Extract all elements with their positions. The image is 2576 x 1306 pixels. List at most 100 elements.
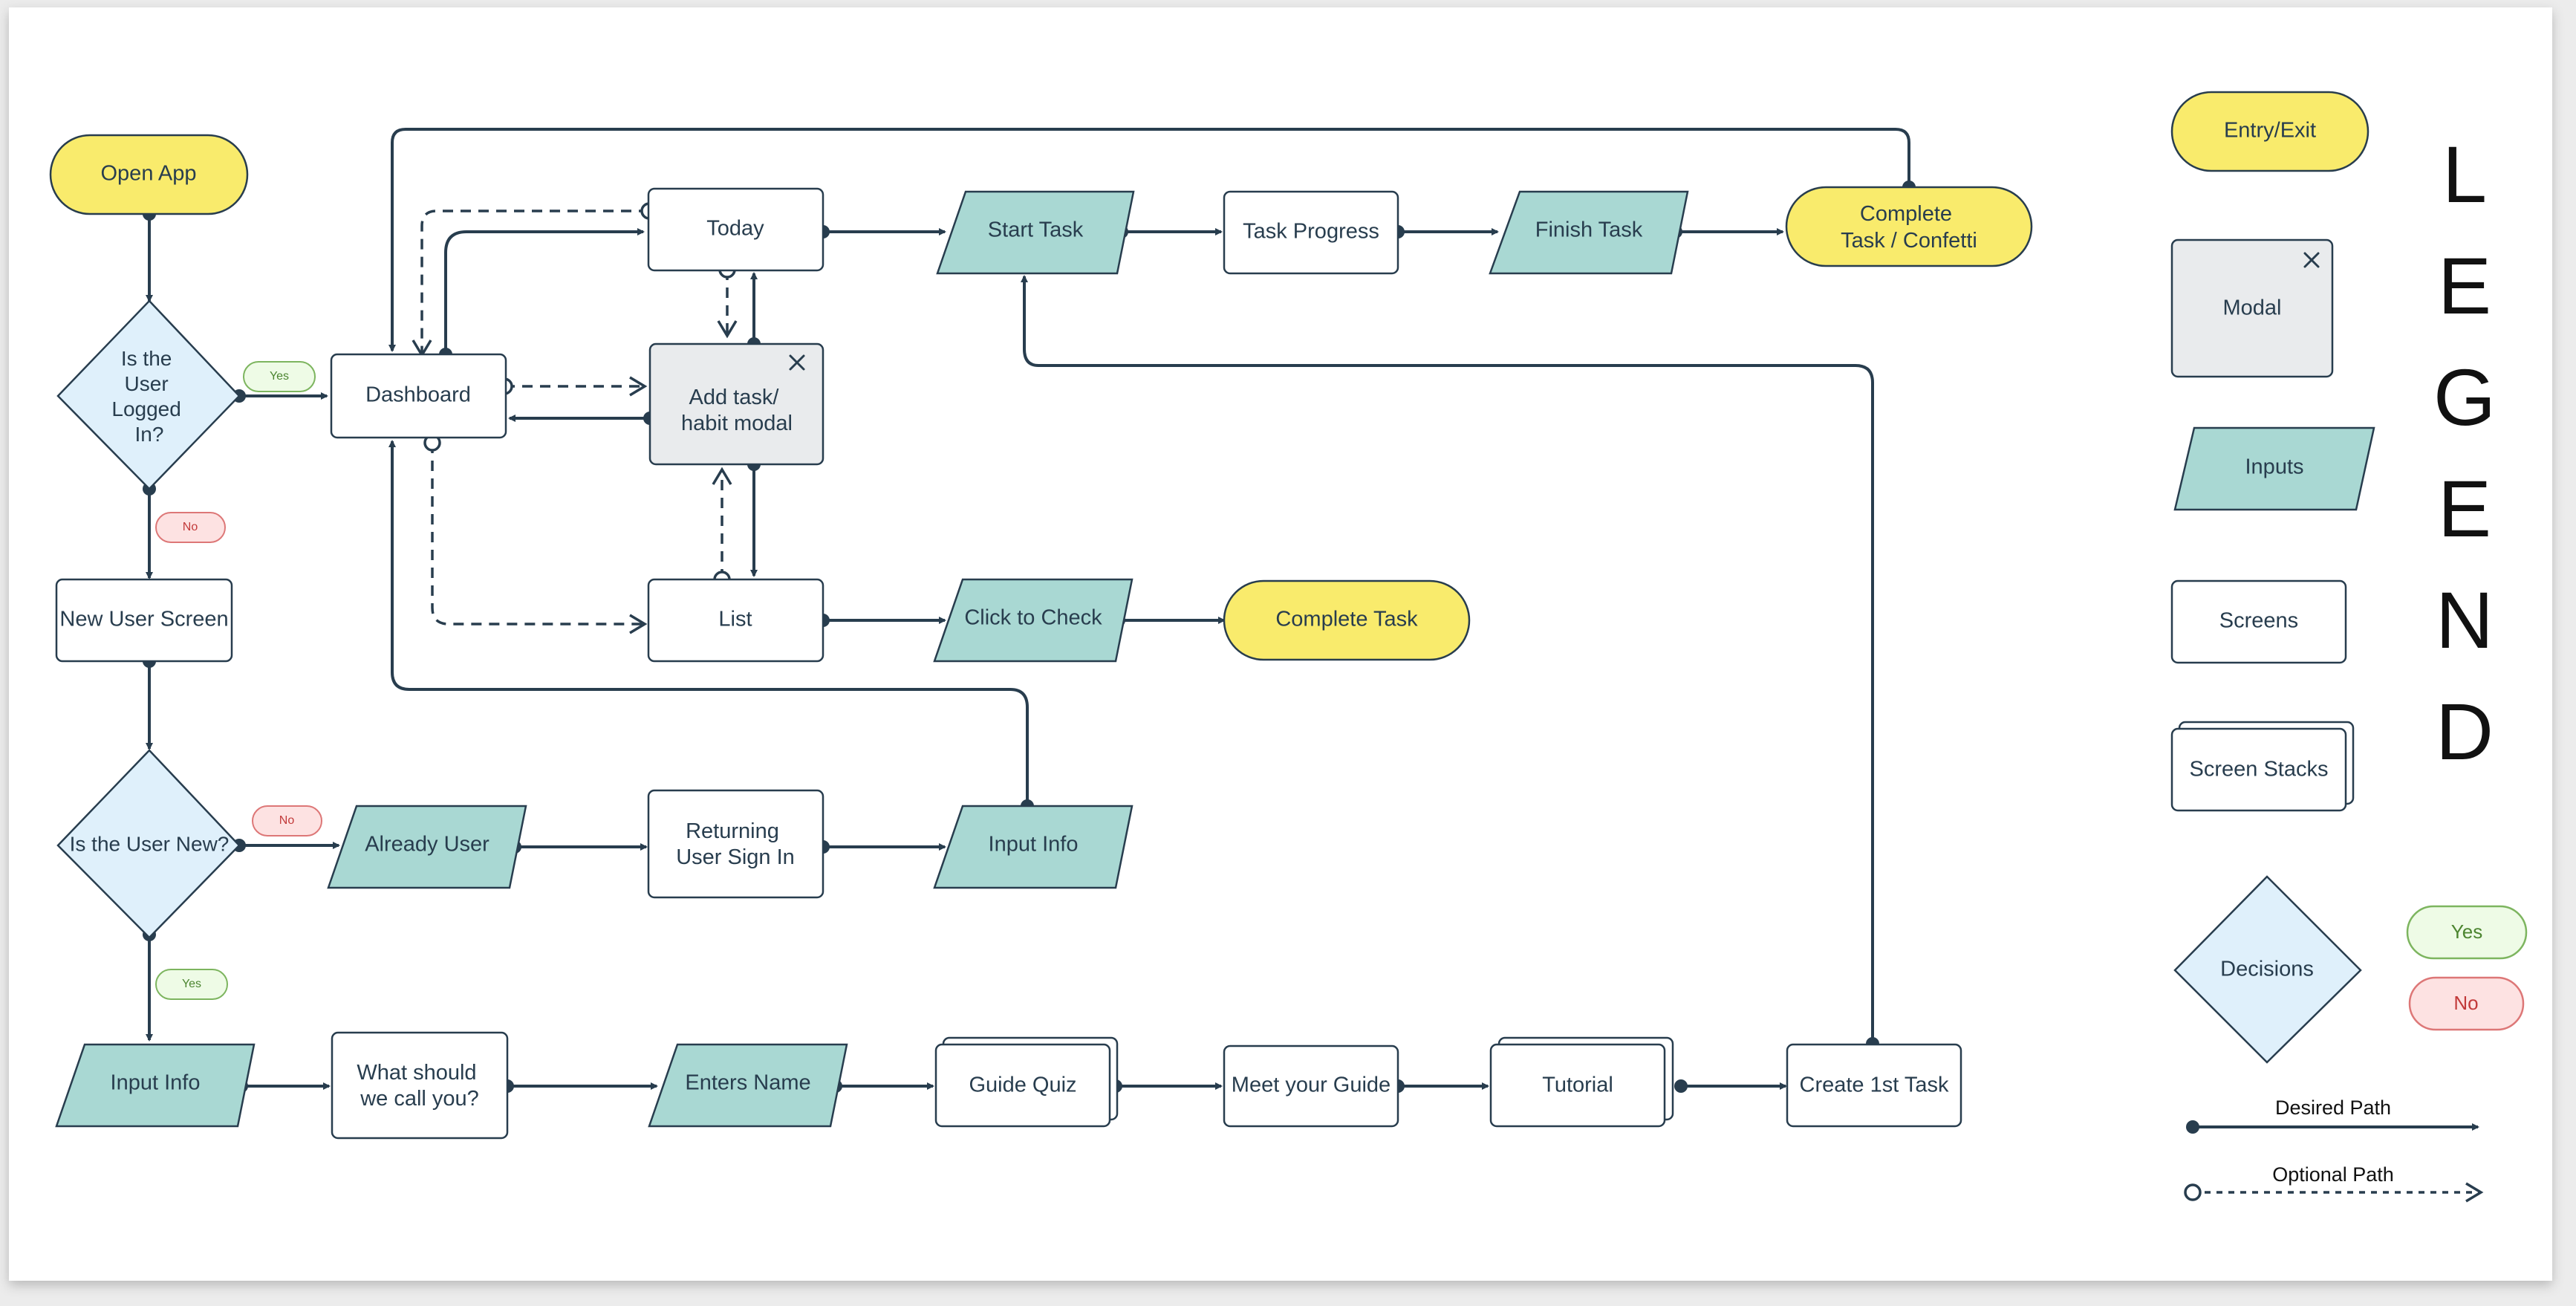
node-returning-user-sign-in-label: Returning User Sign In [676, 819, 795, 869]
returning-line-2: User Sign In [676, 845, 795, 869]
badge-yes-is-new: Yes [155, 969, 228, 1000]
legend-desired-path-label: Desired Path [2275, 1097, 2391, 1119]
node-enters-name-label: Enters Name [685, 1071, 810, 1095]
legend-title: L E G E N D [2433, 129, 2496, 776]
node-click-to-check-label: Click to Check [964, 606, 1102, 630]
legend-letter-g: G [2433, 352, 2496, 442]
node-guide-quiz[interactable]: Guide Quiz [934, 1036, 1119, 1128]
node-open-app[interactable]: Open App [49, 134, 249, 215]
node-is-user-logged-in[interactable]: Is the User Logged In? [56, 299, 241, 490]
badge-no-is-new-label: No [279, 814, 295, 827]
node-what-should-label: What should we call you? [357, 1061, 482, 1111]
node-click-to-check[interactable]: Click to Check [933, 578, 1133, 663]
optional-today-to-dashboard [412, 202, 658, 358]
legend-letter-l: L [2442, 129, 2487, 219]
node-dashboard-label: Dashboard [365, 383, 471, 407]
node-meet-your-guide-label: Meet your Guide [1232, 1073, 1391, 1097]
legend-modal-label: Modal [2223, 296, 2282, 320]
badge-no-logged-in-label: No [183, 521, 198, 533]
badge-no-is-new: No [252, 805, 322, 836]
modal-line-1: Add task/ [689, 386, 780, 409]
node-today[interactable]: Today [647, 187, 824, 272]
node-new-user-screen[interactable]: New User Screen [55, 578, 233, 663]
confetti-line-2: Task / Confetti [1841, 229, 1977, 253]
node-is-user-new-label: Is the User New? [70, 832, 230, 855]
node-input-info-returning-label: Input Info [989, 833, 1079, 857]
node-open-app-label: Open App [101, 162, 197, 186]
node-add-task-modal-label: Add task/ habit modal [681, 386, 793, 435]
connector-confetti-to-dashboard [388, 128, 1916, 352]
legend-yes-badge: Yes [2406, 905, 2528, 960]
optional-dashboard-to-list [423, 434, 648, 634]
node-list[interactable]: List [647, 578, 824, 663]
desired-path-connectors [143, 128, 1916, 1093]
node-is-user-new[interactable]: Is the User New? [56, 749, 241, 939]
legend-inputs: Inputs [2173, 426, 2375, 511]
legend: L E G E N D Entry/Exit Modal Inputs Scre… [2170, 91, 2528, 1203]
legend-inputs-label: Inputs [2245, 455, 2304, 479]
logged-in-line-3: Logged [111, 397, 180, 420]
legend-entry-exit-label: Entry/Exit [2224, 119, 2316, 143]
node-today-label: Today [706, 217, 764, 241]
legend-decisions: Decisions [2173, 875, 2362, 1064]
node-complete-task-confetti-label: Complete Task / Confetti [1841, 202, 1977, 253]
node-tutorial-label: Tutorial [1542, 1073, 1613, 1097]
legend-entry-exit: Entry/Exit [2170, 91, 2370, 172]
node-what-should-we-call-you[interactable]: What should we call you? [331, 1031, 509, 1140]
node-complete-task-confetti[interactable]: Complete Task / Confetti [1785, 186, 2033, 267]
legend-no-label: No [2453, 992, 2478, 1014]
node-is-user-logged-in-label: Is the User Logged In? [111, 347, 186, 446]
node-already-user-label: Already User [365, 833, 489, 857]
node-input-info-new-label: Input Info [111, 1071, 201, 1095]
legend-screen-stacks: Screen Stacks [2170, 721, 2355, 812]
confetti-line-1: Complete [1860, 202, 1952, 226]
node-meet-your-guide[interactable]: Meet your Guide [1223, 1045, 1399, 1128]
node-enters-name[interactable]: Enters Name [648, 1043, 848, 1128]
node-start-task-label: Start Task [988, 218, 1084, 242]
connector-create-task-to-start-task [1021, 275, 1879, 1050]
node-input-info-new[interactable]: Input Info [55, 1043, 256, 1128]
what-should-line-1: What should [357, 1061, 476, 1085]
node-finish-task-label: Finish Task [1535, 218, 1643, 242]
legend-letter-d: D [2436, 686, 2494, 776]
node-create-first-task[interactable]: Create 1st Task [1786, 1043, 1962, 1128]
legend-letter-n: N [2436, 575, 2494, 665]
modal-line-2: habit modal [681, 412, 793, 435]
legend-decisions-label: Decisions [2220, 958, 2314, 981]
node-task-progress[interactable]: Task Progress [1223, 190, 1399, 275]
node-complete-task-label: Complete Task [1275, 608, 1418, 631]
node-tutorial[interactable]: Tutorial [1489, 1036, 1674, 1128]
logged-in-line-2: User [125, 372, 169, 395]
legend-letter-e1: E [2438, 241, 2491, 331]
node-start-task[interactable]: Start Task [936, 190, 1135, 275]
legend-no-badge: No [2408, 976, 2525, 1031]
node-dashboard[interactable]: Dashboard [330, 353, 507, 439]
node-complete-task[interactable]: Complete Task [1223, 579, 1471, 661]
legend-screens: Screens [2170, 579, 2347, 664]
legend-modal: Modal [2170, 238, 2334, 378]
legend-letter-e2: E [2438, 464, 2491, 553]
node-create-first-task-label: Create 1st Task [1800, 1073, 1949, 1097]
legend-yes-label: Yes [2451, 920, 2482, 943]
node-returning-user-sign-in[interactable]: Returning User Sign In [647, 789, 824, 899]
node-add-task-habit-modal[interactable]: Add task/ habit modal [648, 342, 824, 466]
badge-no-logged-in: No [155, 512, 226, 543]
node-guide-quiz-label: Guide Quiz [969, 1073, 1076, 1097]
modal-close-icon[interactable] [789, 354, 805, 371]
node-already-user[interactable]: Already User [327, 805, 527, 889]
node-new-user-screen-label: New User Screen [59, 608, 228, 631]
legend-desired-path: Desired Path [2186, 1097, 2479, 1134]
legend-optional-path-label: Optional Path [2272, 1163, 2394, 1186]
badge-yes-is-new-label: Yes [182, 978, 201, 990]
legend-screen-stacks-label: Screen Stacks [2190, 758, 2329, 782]
what-should-line-2: we call you? [360, 1087, 479, 1111]
badge-yes-logged-in: Yes [243, 361, 316, 392]
legend-modal-close-icon [2303, 252, 2320, 268]
logged-in-line-4: In? [135, 423, 164, 446]
returning-line-1: Returning [686, 819, 779, 843]
node-input-info-returning[interactable]: Input Info [933, 805, 1133, 889]
legend-screens-label: Screens [2219, 609, 2298, 633]
badge-yes-logged-in-label: Yes [270, 370, 289, 383]
legend-optional-path: Optional Path [2184, 1163, 2484, 1203]
node-finish-task[interactable]: Finish Task [1489, 190, 1689, 275]
